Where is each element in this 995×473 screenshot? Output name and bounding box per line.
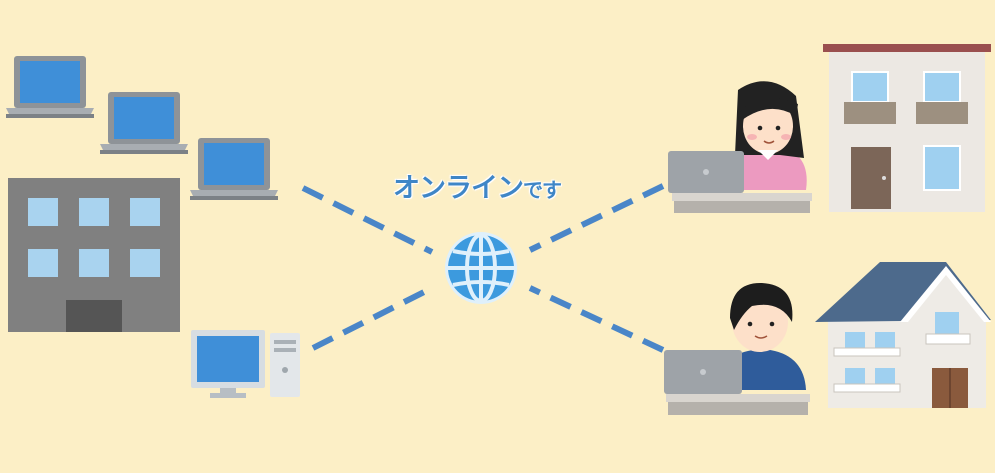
- desktop-pc-icon: [191, 330, 300, 398]
- connection-line-desktop: [311, 285, 434, 351]
- house-icon: [815, 262, 991, 408]
- laptop-icon: [190, 138, 278, 200]
- connection-line-woman: [528, 183, 665, 253]
- man-at-laptop-icon: [664, 282, 810, 415]
- caption-suffix: です: [523, 178, 562, 202]
- connection-lines: [301, 183, 665, 353]
- caption-main: オンライン: [393, 173, 524, 204]
- connection-line-laptops: [301, 185, 434, 255]
- laptop-icon: [100, 92, 188, 154]
- online-caption: オンラインです: [393, 166, 562, 205]
- apartment-house-icon: [823, 44, 991, 212]
- woman-at-laptop-icon: [668, 81, 812, 213]
- globe-icon: [445, 232, 517, 304]
- office-building-icon: [8, 178, 180, 332]
- connection-line-man: [528, 285, 665, 353]
- laptop-icon: [6, 56, 94, 118]
